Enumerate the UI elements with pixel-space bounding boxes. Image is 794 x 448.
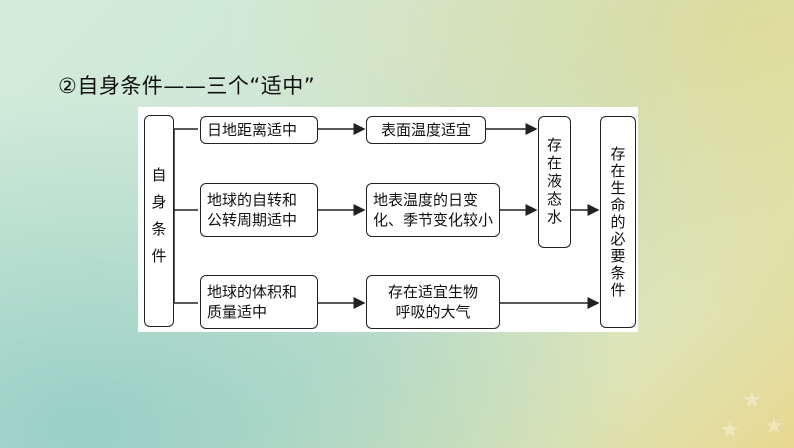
factor-1-text: 日地距离适中 (207, 121, 298, 139)
effect-box-1: 表面温度适宜 (366, 116, 486, 144)
conclusion-label: 存在生命的必要条件 (608, 145, 627, 299)
star-decoration-icon: ★ (742, 388, 762, 413)
factor-2-line1: 地球的自转和 (207, 191, 298, 209)
star-decoration-icon: ★ (764, 414, 784, 439)
effect-box-3: 存在适宜生物 呼吸的大气 (366, 275, 500, 329)
effect-1-text: 表面温度适宜 (380, 121, 471, 139)
self-conditions-box: 自身条件 (144, 115, 174, 327)
effect-2-line1: 地表温度的日变 (373, 191, 479, 209)
factor-2-line2: 公转周期适中 (207, 211, 298, 229)
conclusion-box: 存在生命的必要条件 (600, 116, 636, 328)
liquid-water-box: 存在液态水 (538, 116, 571, 248)
effect-3-line2: 呼吸的大气 (395, 303, 471, 321)
effect-box-2: 地表温度的日变 化、季节变化较小 (366, 183, 500, 237)
connectors (173, 123, 600, 309)
effect-2-line2: 化、季节变化较小 (373, 211, 494, 229)
liquid-water-label: 存在液态水 (545, 137, 563, 227)
factor-box-1: 日地距离适中 (200, 116, 318, 144)
diagram-panel: 自身条件 日地距离适中 地球的自转和 公转周期适中 地球的体积和 质量适中 表面… (138, 107, 638, 332)
self-conditions-label: 自身条件 (149, 167, 168, 275)
effect-3-line1: 存在适宜生物 (387, 283, 478, 301)
star-decoration-icon: ★ (720, 418, 740, 443)
section-heading: ②自身条件——三个“适中” (58, 74, 316, 98)
factor-box-2: 地球的自转和 公转周期适中 (200, 183, 318, 237)
factor-box-3: 地球的体积和 质量适中 (200, 275, 318, 329)
factor-3-line2: 质量适中 (207, 303, 268, 321)
factor-3-line1: 地球的体积和 (207, 283, 298, 301)
